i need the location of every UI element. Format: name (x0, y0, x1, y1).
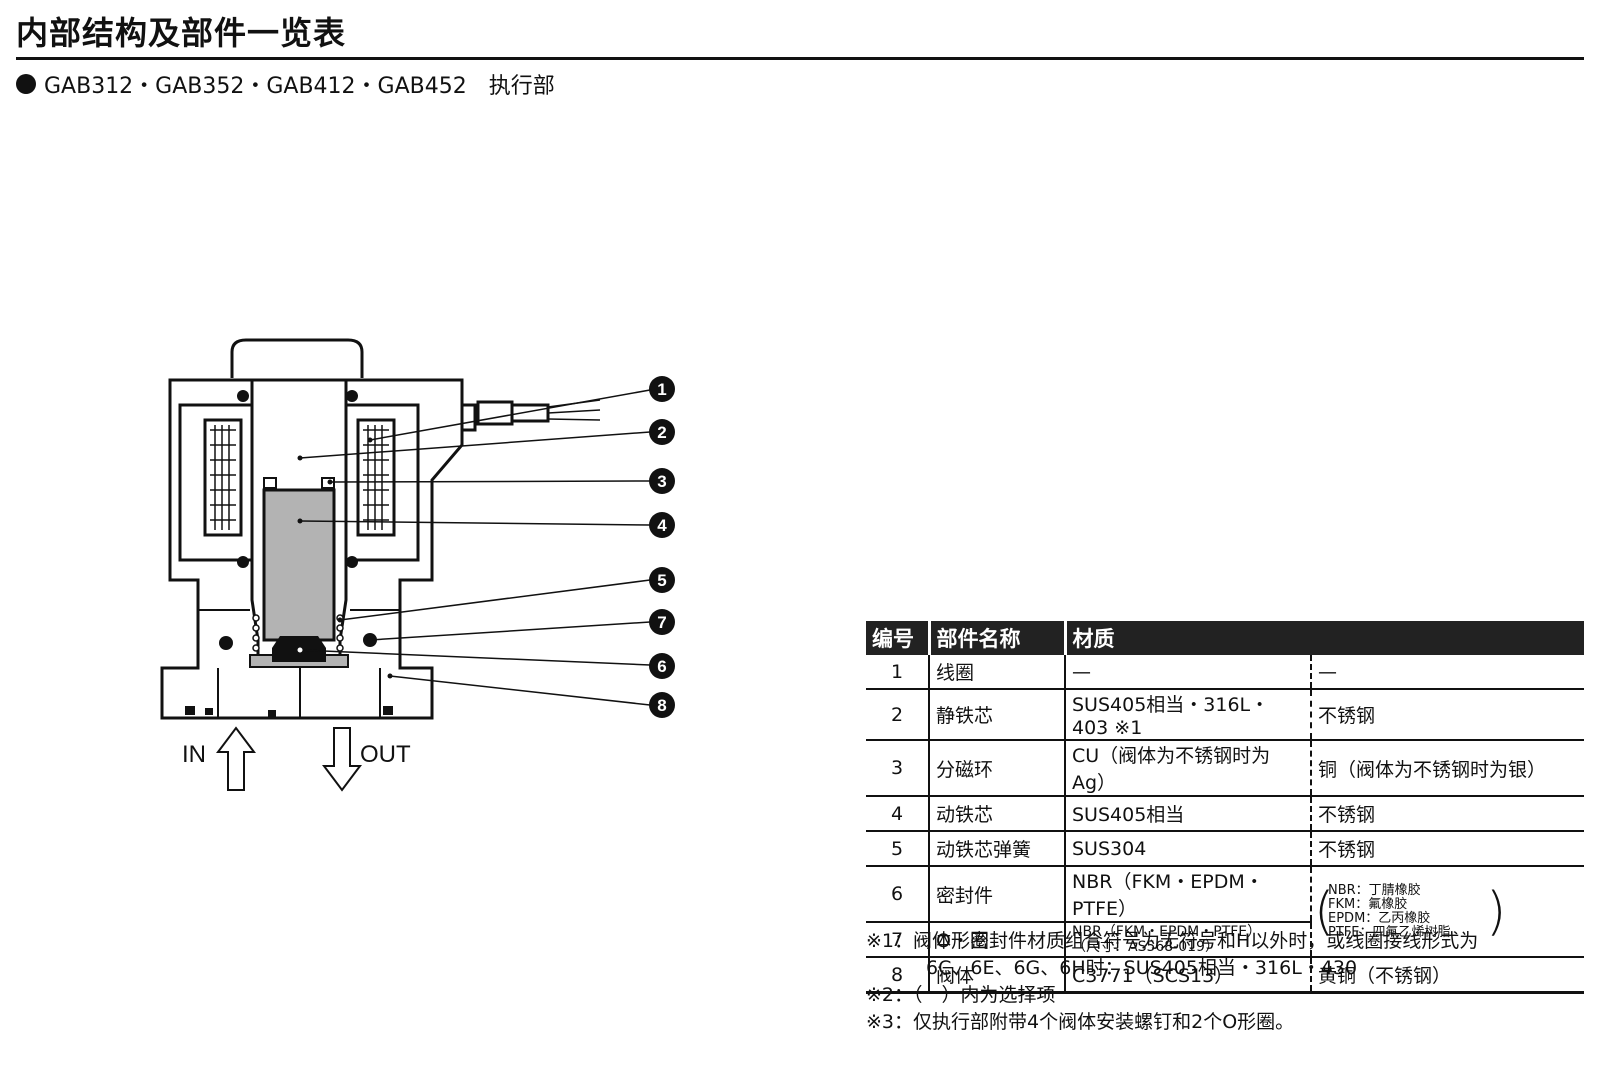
footnote-1-continued: 6C、6E、6G、6H时：SUS405相当・316L・430 (926, 957, 1358, 979)
leader-dots (297, 437, 393, 679)
callout-3: 3 (657, 472, 666, 491)
row-number: 2 (866, 689, 929, 741)
table-header-row: 编号 部件名称 材质 (866, 621, 1584, 655)
row-material-code: CU（阀体为不锈钢时为Ag） (1065, 740, 1312, 797)
row-number: 4 (866, 796, 929, 832)
coil-winding (210, 425, 389, 530)
callout-1: 1 (657, 380, 666, 399)
footnote-text: （ ）内为选择项 (913, 984, 1056, 1006)
callout-2: 2 (657, 423, 666, 442)
footnote-text: 阀体・密封件材质组合符号为无符号和H以外时，或线圈接线形式为 (913, 930, 1479, 952)
shading-ring-left (263, 477, 277, 489)
footnote-2: ※2：（ ）内为选择项 (866, 982, 1478, 1009)
table-row: 3 分磁环 CU（阀体为不锈钢时为Ag） 铜（阀体为不锈钢时为银） (866, 740, 1584, 797)
table-row: 2 静铁芯 SUS405相当・316L・403 ※1 不锈钢 (866, 689, 1584, 741)
table-row: 7 O形圈 NBR（FKM・EPDM・PTFE） （尺寸：AS568-019） (866, 922, 1584, 958)
callout-4: 4 (657, 516, 667, 535)
row-part-name: 密封件 (928, 866, 1066, 923)
callout-8: 8 (657, 696, 666, 715)
callout-6: 6 (657, 657, 666, 676)
row-material-code-main: NBR（FKM・EPDM・PTFE） (1072, 923, 1262, 940)
callout-5: 5 (657, 571, 666, 590)
header-material: 材质 (1065, 621, 1584, 655)
row-material-code: NBR（FKM・EPDM・PTFE） (1065, 866, 1312, 923)
footnote-mark: ※3： (866, 1011, 914, 1033)
row-material-desc: 黄铜（不锈钢） (1311, 957, 1584, 994)
plunger-spring (252, 614, 344, 652)
row-part-name: 阀体 (928, 957, 1066, 994)
row-part-name: O形圈 (928, 922, 1066, 958)
seal-material-item: EPDM：乙丙橡胶 (1328, 910, 1431, 926)
row-material-desc: 不锈钢 (1311, 831, 1584, 867)
seal-material-group: ( NBR：丁腈橡胶 FKM：氟橡胶 EPDM：乙丙橡胶 PTFE：四氟乙烯树脂… (1314, 881, 1578, 942)
out-arrow (322, 727, 362, 792)
seal-material-item: NBR：丁腈橡胶 (1328, 882, 1421, 898)
callout-leaders (299, 389, 651, 706)
table-row: 5 动铁芯弹簧 SUS304 不锈钢 (866, 831, 1584, 867)
valve-cross-section-diagram: 1 2 3 4 5 7 6 8 IN OUT (160, 338, 675, 792)
row-part-name: 静铁芯 (928, 689, 1066, 741)
page-title: 内部结构及部件一览表 (16, 14, 347, 52)
valve-outline (160, 338, 601, 720)
table-row: 4 动铁芯 SUS405相当 不锈钢 (866, 796, 1584, 832)
in-label: IN (182, 741, 206, 768)
footnote-1: ※1：阀体・密封件材质组合符号为无符号和H以外时，或线圈接线形式为 (866, 928, 1478, 955)
callout-badges (649, 376, 675, 718)
footnote-mark: ※2： (866, 984, 914, 1006)
row-number: 8 (866, 957, 929, 994)
out-label: OUT (360, 741, 411, 768)
row-material-code: SUS405相当・316L・403 ※1 (1065, 689, 1312, 741)
row-part-name: 分磁环 (928, 740, 1066, 797)
section-heading-text: GAB312・GAB352・GAB412・GAB452 执行部 (44, 74, 555, 99)
seal-material-item: FKM：氟橡胶 (1328, 896, 1408, 912)
table-row: 8 阀体 C3771（SCS13） 黄铜（不锈钢） (866, 957, 1584, 994)
callout-7: 7 (657, 613, 666, 632)
row-number: 7 (866, 922, 929, 958)
header-part-name: 部件名称 (929, 621, 1067, 655)
left-brace-icon: ( (1314, 881, 1335, 942)
o-rings (185, 390, 393, 717)
title-rule (16, 57, 1584, 60)
row-material-code: SUS304 (1065, 831, 1312, 867)
bullet-icon (16, 74, 36, 94)
footnote-mark: ※1： (866, 930, 914, 952)
row-material-code: NBR（FKM・EPDM・PTFE） （尺寸：AS568-019） (1065, 922, 1312, 958)
row-material-code-size: （尺寸：AS568-019） (1072, 938, 1219, 955)
header-number: 编号 (866, 621, 931, 655)
plunger (262, 488, 336, 642)
row-number: 1 (866, 655, 929, 690)
row-part-name: 线圈 (928, 655, 1066, 690)
in-arrow (216, 726, 256, 791)
seal-material-item: PTFE：四氟乙烯树脂 (1328, 924, 1451, 940)
parts-table: 编号 部件名称 材质 1 线圈 — — 2 静铁芯 SUS405相当・316L・… (866, 621, 1584, 994)
table-row: 6 密封件 NBR（FKM・EPDM・PTFE） ( NBR：丁腈橡胶 FKM：… (866, 866, 1584, 958)
row-number: 6 (866, 866, 929, 923)
row-material-code: — (1065, 655, 1312, 690)
seal-material-legend: ( NBR：丁腈橡胶 FKM：氟橡胶 EPDM：乙丙橡胶 PTFE：四氟乙烯树脂… (1311, 866, 1584, 958)
row-material-desc: — (1311, 655, 1584, 690)
row-material-desc: 不锈钢 (1311, 796, 1584, 832)
row-material-desc: 铜（阀体为不锈钢时为银） (1311, 740, 1584, 797)
row-material-desc: 不锈钢 (1311, 689, 1584, 741)
table-row: 1 线圈 — — (866, 655, 1584, 690)
footnote-text: 仅执行部附带4个阀体安装螺钉和2个O形圈。 (913, 1011, 1295, 1033)
row-part-name: 动铁芯弹簧 (928, 831, 1066, 867)
row-material-code: SUS405相当 (1065, 796, 1312, 832)
footnotes: ※1：阀体・密封件材质组合符号为无符号和H以外时，或线圈接线形式为 6C、6E、… (866, 928, 1478, 1036)
row-number: 5 (866, 831, 929, 867)
right-brace-icon: ) (1486, 881, 1507, 942)
row-number: 3 (866, 740, 929, 797)
section-heading: GAB312・GAB352・GAB412・GAB452 执行部 (16, 68, 555, 100)
row-material-code: C3771（SCS13） (1065, 957, 1312, 994)
row-part-name: 动铁芯 (928, 796, 1066, 832)
footnote-3: ※3：仅执行部附带4个阀体安装螺钉和2个O形圈。 (866, 1009, 1478, 1036)
